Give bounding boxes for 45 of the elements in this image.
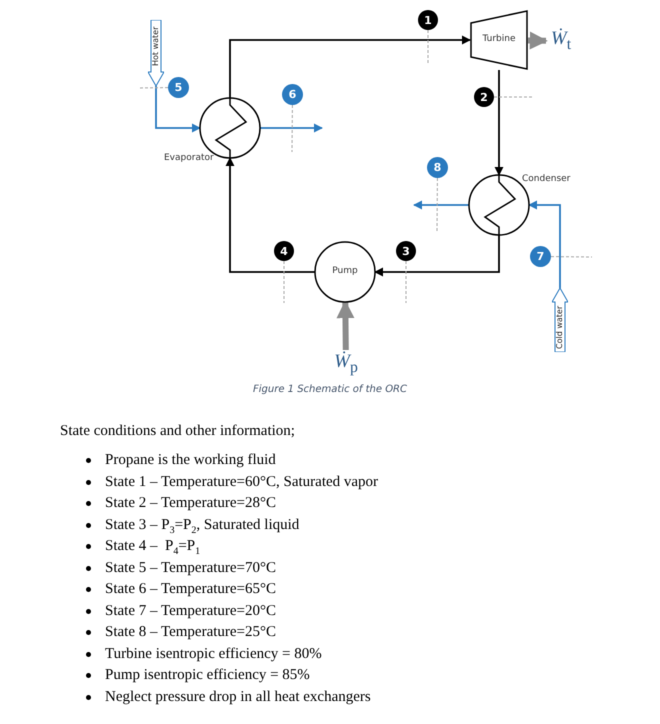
bullet-text: State 7 – Temperature=20°C <box>105 602 276 618</box>
arrow <box>226 157 315 273</box>
leader-line <box>436 178 438 232</box>
figure-caption: Figure 1 Schematic of the ORC <box>253 384 407 395</box>
work-arrow <box>336 300 354 350</box>
state-marker: 8 <box>427 157 448 178</box>
bullet-text: Neglect pressure drop in all heat exchangers <box>105 688 371 704</box>
state-marker: 6 <box>282 84 303 105</box>
state-marker: 3 <box>396 241 416 261</box>
bullet-text: State 6 – Temperature=65°C <box>105 581 276 597</box>
flow-label: Cold water <box>555 304 565 350</box>
bullet-text: Pump isentropic efficiency = 85% <box>105 667 310 683</box>
state-marker: 1 <box>418 10 438 30</box>
leader-line <box>292 104 293 152</box>
arrow <box>413 200 469 210</box>
arrow <box>229 36 471 98</box>
bullet-text: State 8 – Temperature=25°C <box>105 624 276 640</box>
state-marker: 4 <box>274 241 294 261</box>
bullet-text: Propane is the working fluid <box>105 452 276 468</box>
component-label: Turbine <box>482 34 516 44</box>
intro-text: State conditions and other information; <box>60 423 295 440</box>
leader-line <box>494 96 532 98</box>
work-symbol: Ẇ$_{t}$ <box>550 28 572 54</box>
bullet-text: State 4 – P$_{4}$=P$_{1}$ <box>105 538 200 554</box>
component-label: Pump <box>331 266 359 276</box>
arrow <box>155 86 201 132</box>
arrow <box>260 124 323 132</box>
work-arrow <box>528 32 548 50</box>
leader-line <box>138 87 168 88</box>
work-symbol: Ẇ$_{p}$ <box>334 351 358 377</box>
flow-label: Hot water <box>151 25 161 68</box>
bullet-text: State 5 – Temperature=70°C <box>105 560 276 576</box>
component-label: Condenser <box>522 174 570 184</box>
arrow <box>494 70 504 176</box>
arrow <box>528 200 561 288</box>
leader-line <box>550 256 592 258</box>
component-label: Evaporator <box>164 153 214 163</box>
bullet-text: State 1 – Temperature=60°C, Saturated vapor <box>105 474 378 490</box>
bullet-text: State 2 – Temperature=28°C <box>105 495 276 511</box>
state-marker: 5 <box>168 77 189 98</box>
bullet-text: Turbine isentropic efficiency = 80% <box>105 646 322 662</box>
bullet-text: State 3 – P$_{3}$=P$_{2}$, Saturated liquid <box>105 516 300 532</box>
state-marker: 2 <box>474 87 494 107</box>
state-marker: 7 <box>530 246 551 267</box>
arrow <box>374 235 500 276</box>
